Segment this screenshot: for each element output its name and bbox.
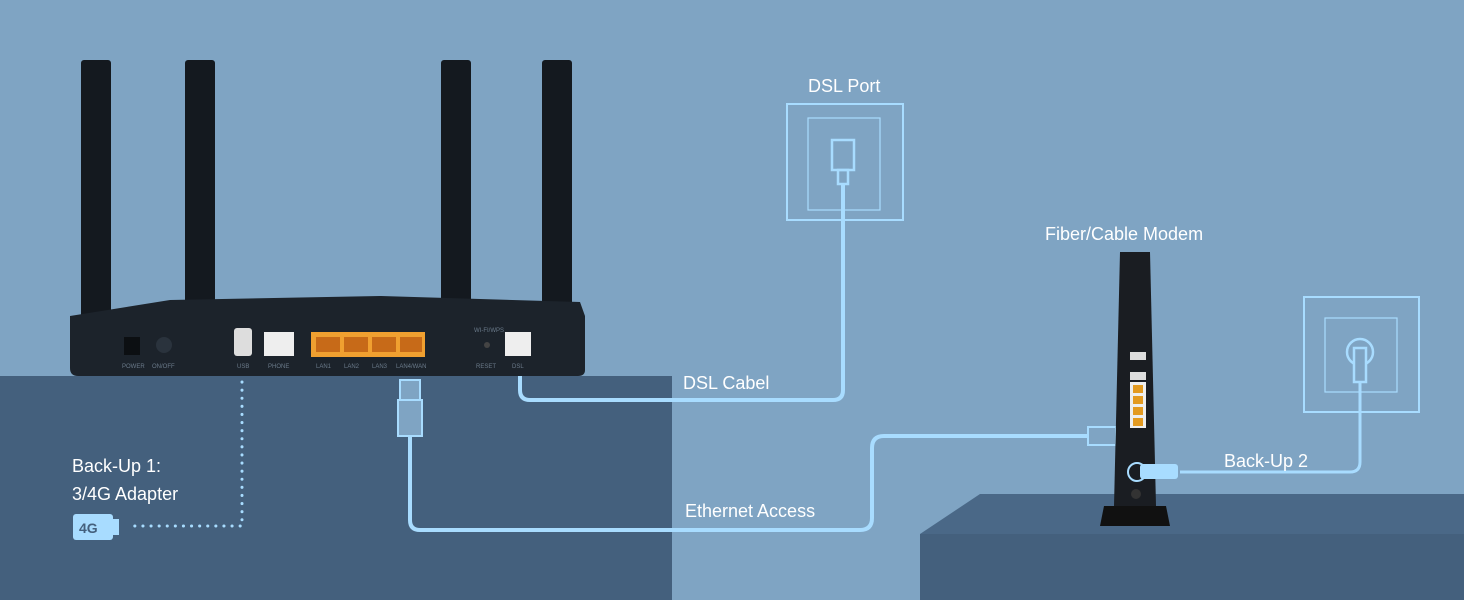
svg-text:RESET: RESET [476, 364, 496, 370]
ethernet-plug-icon [397, 379, 423, 437]
svg-text:USB: USB [237, 364, 249, 370]
dsl-cable-label: DSL Cabel [683, 373, 770, 393]
dsl-cable [518, 184, 845, 402]
svg-text:LAN2: LAN2 [344, 364, 360, 370]
backup2-cable [1180, 382, 1362, 474]
svg-text:4G: 4G [79, 520, 98, 536]
modem-label: Fiber/Cable Modem [1045, 224, 1204, 244]
svg-text:LAN1: LAN1 [316, 364, 332, 370]
ethernet-access-label: Ethernet Access [685, 501, 816, 521]
modem [1100, 252, 1178, 526]
svg-text:ON/OFF: ON/OFF [152, 364, 175, 370]
router-port-labels: POWER ON/OFF USB PHONE LAN1 LAN2 LAN3 LA… [122, 328, 524, 370]
svg-text:WI-FI/WPS: WI-FI/WPS [474, 328, 504, 334]
svg-text:LAN4/WAN: LAN4/WAN [396, 364, 426, 370]
4g-adapter-icon: 4G [73, 514, 119, 540]
router-antennas [81, 60, 572, 360]
router [70, 296, 585, 376]
svg-text:POWER: POWER [122, 364, 145, 370]
backup1-label-line1: Back-Up 1: [72, 456, 162, 476]
modem-ethernet-plug-icon [1087, 426, 1117, 446]
usb-dotted-line [128, 380, 244, 528]
svg-text:LAN3: LAN3 [372, 364, 388, 370]
ethernet-cable [408, 434, 1090, 532]
svg-text:DSL: DSL [512, 364, 524, 370]
backup2-label: Back-Up 2 [1224, 451, 1309, 471]
svg-text:PHONE: PHONE [268, 364, 289, 370]
left-desk [0, 376, 672, 600]
backup1-label-line2: 3/4G Adapter [72, 484, 179, 504]
dsl-port-label: DSL Port [808, 76, 881, 96]
